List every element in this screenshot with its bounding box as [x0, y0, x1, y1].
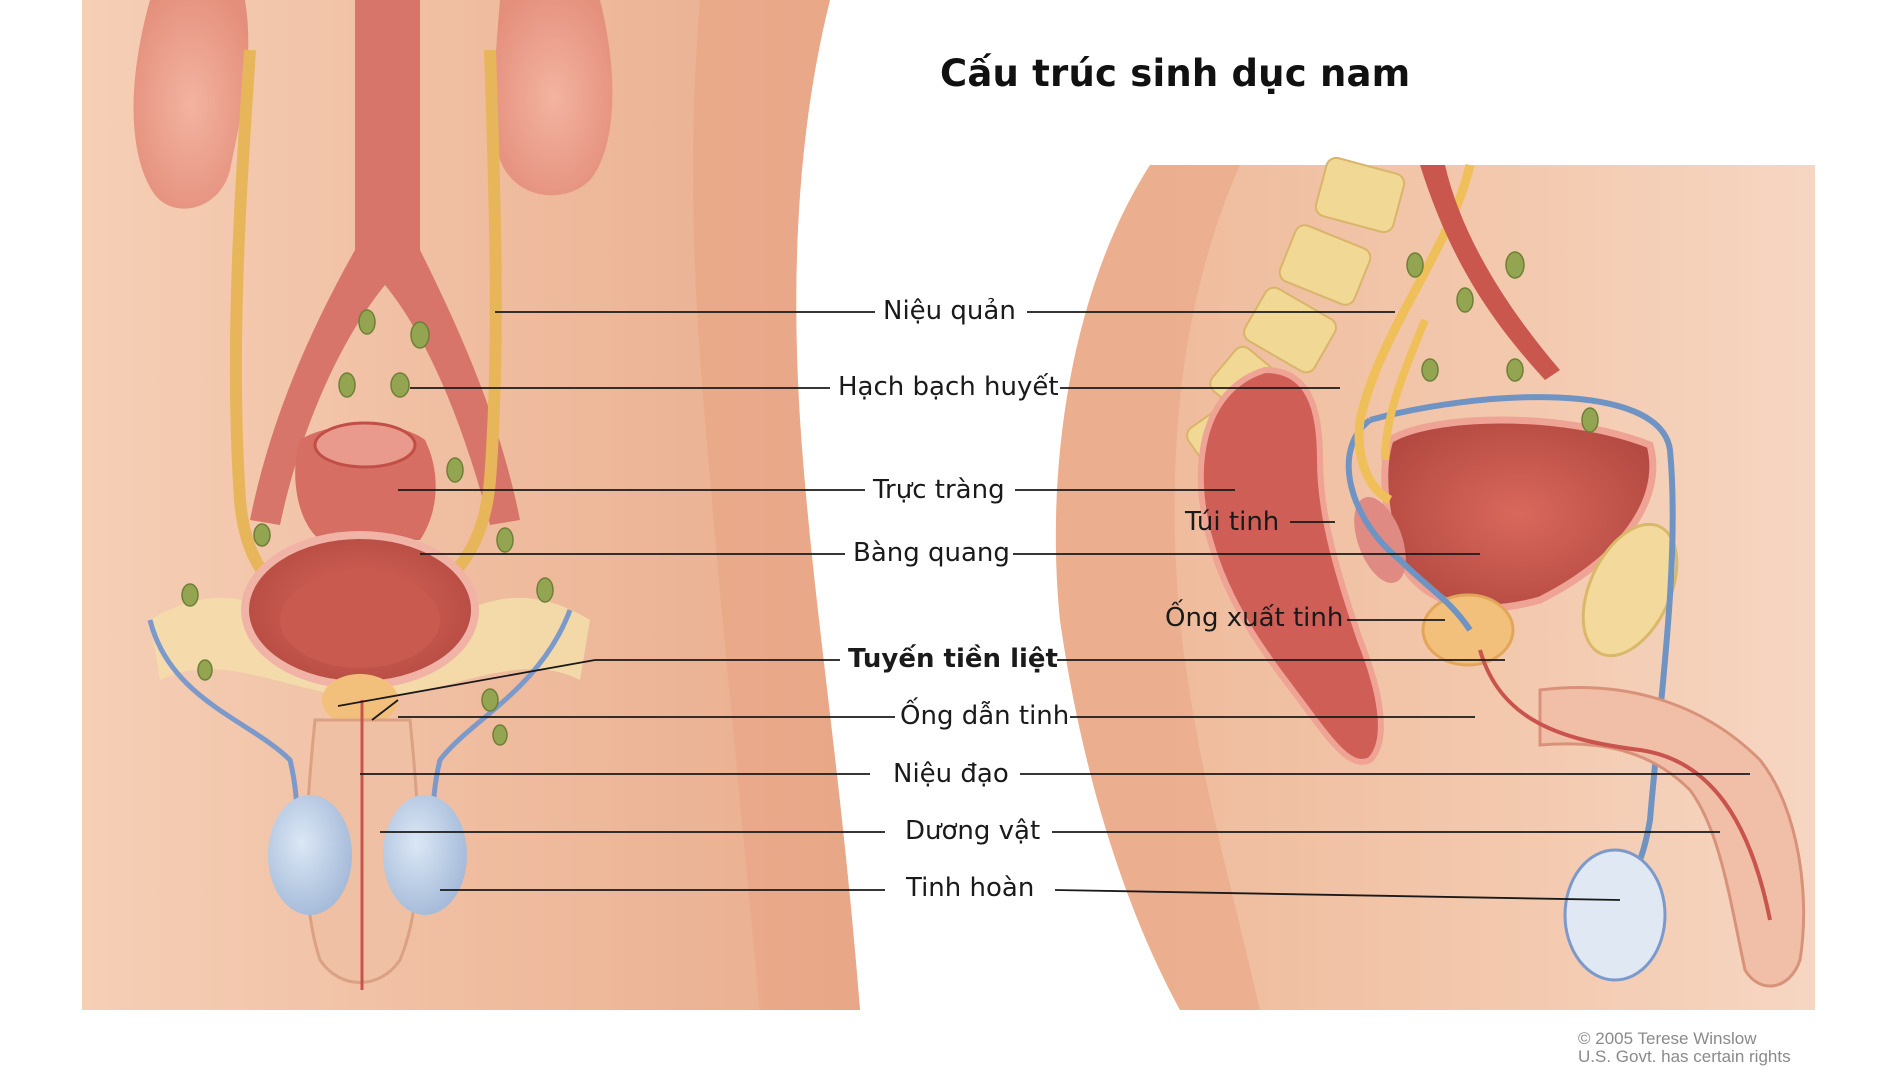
lymph-nodes-side: [1406, 251, 1599, 433]
leader-testis-r: [1054, 889, 1621, 901]
testis-side: [1563, 848, 1667, 982]
prostate-front: [322, 674, 398, 726]
left-kidney: [133, 0, 249, 209]
label-rectum: Trực tràng: [873, 475, 1005, 505]
label-ejaculatory-duct: Ống xuất tinh: [1165, 603, 1344, 633]
label-prostate: Tuyến tiền liệt: [848, 644, 1058, 674]
testis-front-left: [268, 795, 352, 915]
label-seminal-vesicle: Túi tinh: [1185, 507, 1280, 537]
ureter-right: [427, 49, 502, 596]
front-torso-shadow: [693, 0, 860, 1010]
label-urethra: Niệu đạo: [893, 759, 1009, 789]
credit-line-2: U.S. Govt. has certain rights: [1578, 1047, 1791, 1066]
leader-lines: [337, 311, 1750, 901]
label-lymph-node: Hạch bạch huyết: [838, 372, 1059, 402]
credit-line-1: © 2005 Terese Winslow: [1578, 1029, 1757, 1048]
aorta: [250, 0, 520, 525]
side-view: [1055, 156, 1815, 1010]
label-ureter: Niệu quản: [883, 296, 1016, 326]
iliac-vessels-side: [1420, 165, 1560, 380]
label-penis: Dương vật: [905, 816, 1041, 846]
urethra-side: [1478, 649, 1772, 921]
vas-side: [1345, 394, 1676, 913]
copyright-credit: © 2005 Terese Winslow U.S. Govt. has cer…: [1578, 1030, 1791, 1066]
leader-prostate: [337, 659, 596, 707]
leader-vas: [371, 699, 399, 721]
rectum-side: [1197, 366, 1384, 765]
rectum-opening: [313, 421, 417, 469]
right-kidney: [494, 0, 613, 196]
ureter-side-2: [1381, 318, 1429, 461]
side-back-shadow: [1055, 165, 1260, 1010]
bladder-inner: [280, 572, 440, 668]
label-bladder: Bàng quang: [853, 538, 1010, 568]
lymph-nodes-front: [181, 309, 554, 746]
testis-front-right: [383, 795, 467, 915]
diagram-title: Cấu trúc sinh dục nam: [940, 52, 1411, 95]
front-view: [82, 0, 860, 1010]
label-vas-deferens: Ống dẫn tinh: [900, 701, 1070, 731]
label-testis: Tinh hoàn: [906, 873, 1035, 903]
front-torso: [82, 0, 860, 1010]
